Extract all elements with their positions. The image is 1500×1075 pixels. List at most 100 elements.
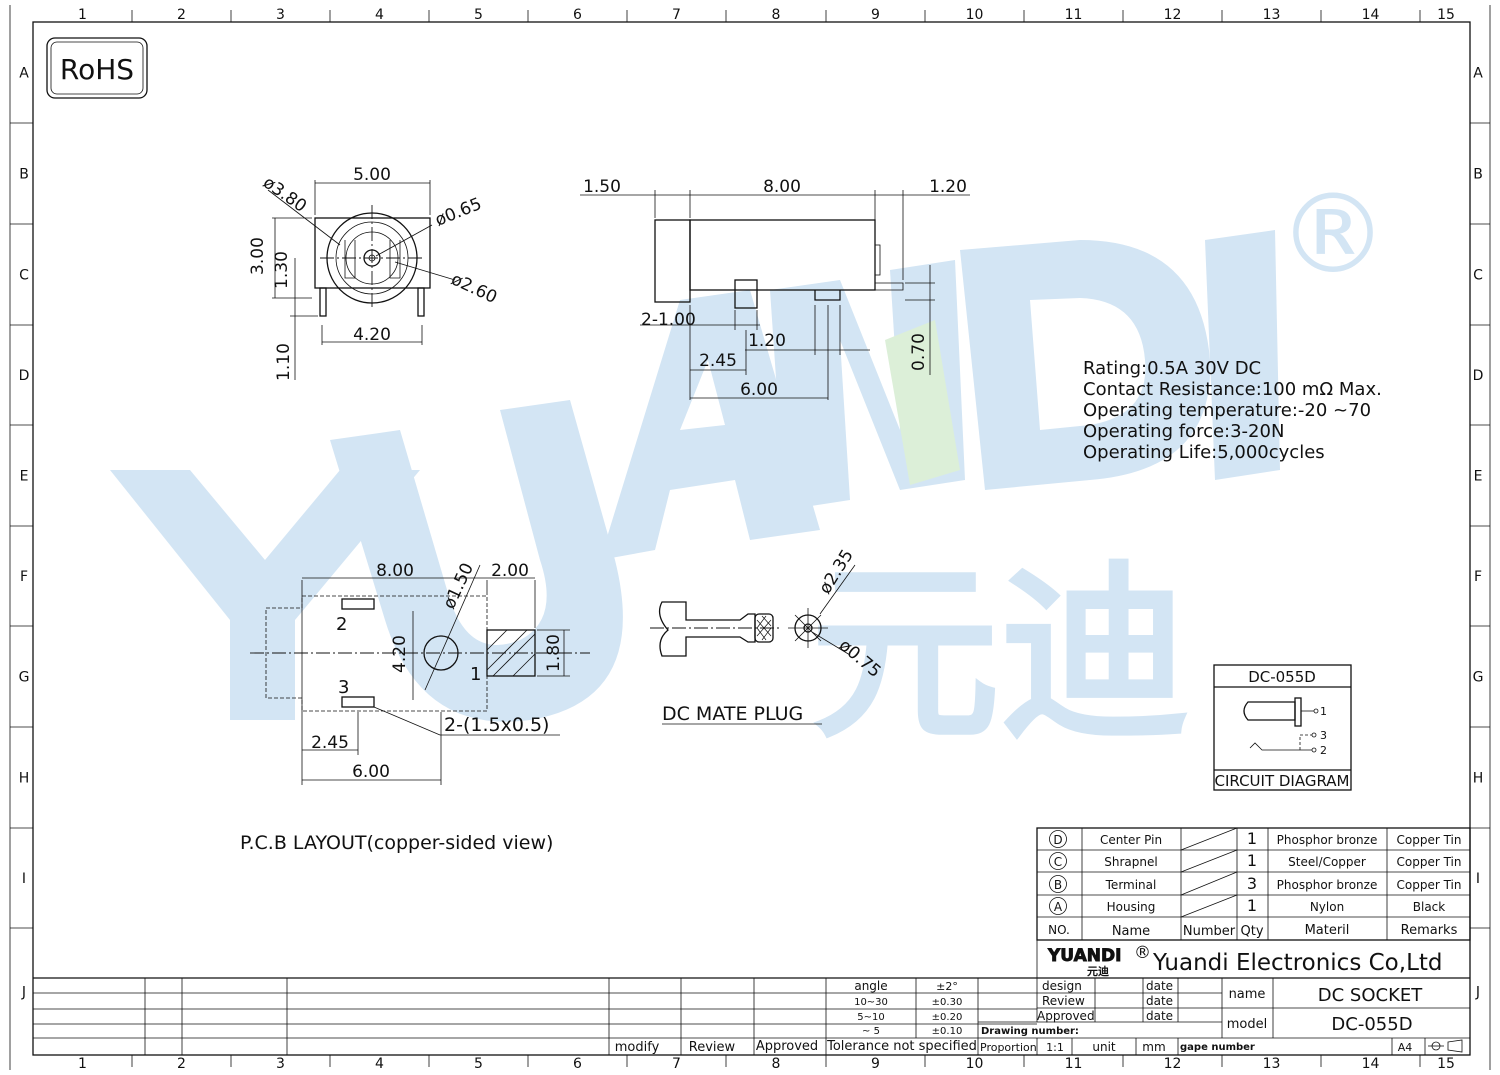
bom-name: Center Pin xyxy=(1100,833,1162,847)
dim-dia-outer: ø3.80 xyxy=(259,173,310,217)
dim-pin-offset: 2.45 xyxy=(699,351,737,371)
spec-rating: Rating:0.5A 30V DC xyxy=(1083,358,1261,379)
label-date-2: date xyxy=(1146,994,1173,1008)
column-marker-13-bottom: 13 xyxy=(1263,1056,1281,1072)
bom-material: Phosphor bronze xyxy=(1277,833,1378,847)
circuit-pin-2: 2 xyxy=(1320,744,1327,757)
title-logo-reg: ® xyxy=(1134,943,1151,963)
label-date-3: date xyxy=(1146,1009,1173,1023)
bom-name: Housing xyxy=(1107,900,1156,914)
tol-r1-value: ±0.30 xyxy=(932,997,963,1008)
company-name: Yuandi Electronics Co,Ltd xyxy=(1152,950,1443,976)
column-marker-10-top: 10 xyxy=(966,7,984,23)
pcb-dim-pad-off: 2.45 xyxy=(311,733,349,753)
row-marker-I-left: I xyxy=(22,871,26,887)
column-marker-10-bottom: 10 xyxy=(966,1056,984,1072)
row-marker-C-right: C xyxy=(1473,268,1483,284)
watermark-letter-a xyxy=(600,290,820,560)
bom-header-no: NO. xyxy=(1048,923,1070,937)
front-view: 5.00 ø3.80 ø0.65 ø2.60 3.00 1.30 1.10 4.… xyxy=(248,165,500,381)
tol-r1: 10~30 xyxy=(854,997,888,1008)
circuit-caption: CIRCUIT DIAGRAM xyxy=(1215,772,1350,790)
bom-name: Terminal xyxy=(1105,878,1157,892)
label-proportion: Proportion xyxy=(980,1041,1037,1054)
spec-contact-resistance: Contact Resistance:100 mΩ Max. xyxy=(1083,379,1382,400)
rev-modify: modify xyxy=(615,1040,660,1055)
spec-life: Operating Life:5,000cycles xyxy=(1083,442,1325,463)
pcb-layout: 8.00 ø1.50 2.00 4.20 1.80 2.45 6.00 2-(1… xyxy=(240,560,590,854)
watermark: 元迪 ® xyxy=(110,170,1388,765)
column-marker-15-bottom: 15 xyxy=(1437,1056,1455,1072)
column-marker-5-bottom: 5 xyxy=(474,1056,483,1072)
bom-material: Steel/Copper xyxy=(1288,855,1366,869)
projection-symbol-icon xyxy=(1428,1039,1463,1053)
row-marker-B-right: B xyxy=(1473,167,1483,183)
column-marker-15-top: 15 xyxy=(1437,7,1455,23)
tol-note: Tolerance not specified xyxy=(826,1039,977,1054)
column-marker-1-bottom: 1 xyxy=(78,1056,87,1072)
bom-no: D xyxy=(1053,833,1062,847)
pcb-dim-height: 4.20 xyxy=(390,635,410,673)
bom-qty: 1 xyxy=(1247,851,1257,870)
row-marker-F-left: F xyxy=(20,569,28,585)
column-marker-12-bottom: 12 xyxy=(1164,1056,1182,1072)
dim-pin-dist: 6.00 xyxy=(740,380,778,400)
dim-rear-len: 1.20 xyxy=(929,177,967,197)
dim-pin-span: 4.20 xyxy=(353,325,391,345)
bom-no: A xyxy=(1054,900,1063,914)
column-marker-9-top: 9 xyxy=(871,7,880,23)
circuit-title: DC-055D xyxy=(1248,668,1316,686)
pcb-caption: P.C.B LAYOUT(copper-sided view) xyxy=(240,832,553,854)
dim-pin-height: 0.70 xyxy=(909,333,929,371)
row-marker-G-right: G xyxy=(1473,670,1484,686)
pcb-dim-slots: 2-(1.5x0.5) xyxy=(444,714,549,736)
bom-material: Nylon xyxy=(1310,900,1344,914)
bom-no-circle xyxy=(1049,852,1067,870)
row-marker-J-left: J xyxy=(21,985,26,1001)
watermark-chinese: 元迪 xyxy=(810,544,1190,765)
column-marker-11-top: 11 xyxy=(1065,7,1083,23)
column-marker-6-bottom: 6 xyxy=(573,1056,582,1072)
dim-pin-len: 1.10 xyxy=(274,343,294,381)
bom-no: B xyxy=(1054,878,1062,892)
column-marker-12-top: 12 xyxy=(1164,7,1182,23)
row-marker-H-left: H xyxy=(19,771,30,787)
side-view: 1.50 8.00 1.20 2-1.00 1.20 2.45 6.00 0.7… xyxy=(580,177,970,400)
circuit-pin-1: 1 xyxy=(1320,705,1327,718)
label-approved: Approved xyxy=(1037,1009,1095,1023)
column-marker-7-bottom: 7 xyxy=(672,1056,681,1072)
row-marker-D-left: D xyxy=(19,368,30,384)
pcb-pin-1: 1 xyxy=(470,664,481,685)
bom-remarks: Copper Tin xyxy=(1397,833,1462,847)
column-marker-3-bottom: 3 xyxy=(276,1056,285,1072)
row-marker-A-left: A xyxy=(19,66,29,82)
spec-force: Operating force:3-20N xyxy=(1083,421,1284,442)
row-marker-I-right: I xyxy=(1476,871,1480,887)
column-marker-6-top: 6 xyxy=(573,7,582,23)
label-name: name xyxy=(1229,987,1266,1002)
row-marker-H-right: H xyxy=(1473,771,1484,787)
bom-header-material: Materil xyxy=(1305,923,1350,938)
bom-no: C xyxy=(1054,855,1062,869)
row-marker-C-left: C xyxy=(19,268,29,284)
bom-name: Shrapnel xyxy=(1104,855,1157,869)
title-logo-cn: 元迪 xyxy=(1087,964,1109,978)
tol-r3: ~ 5 xyxy=(862,1026,880,1037)
watermark-letter-i xyxy=(1205,230,1280,480)
label-gape-number: gape number xyxy=(1180,1042,1255,1053)
column-marker-13-top: 13 xyxy=(1263,7,1281,23)
bom-header-remarks: Remarks xyxy=(1401,923,1458,938)
column-marker-3-top: 3 xyxy=(276,7,285,23)
dim-body-len: 8.00 xyxy=(763,177,801,197)
column-marker-14-top: 14 xyxy=(1362,7,1380,23)
row-marker-E-left: E xyxy=(20,469,29,485)
row-marker-F-right: F xyxy=(1474,569,1482,585)
watermark-registered: ® xyxy=(1278,170,1388,298)
spec-list: Rating:0.5A 30V DC Contact Resistance:10… xyxy=(1083,358,1382,463)
pcb-dim-len: 8.00 xyxy=(376,561,414,581)
